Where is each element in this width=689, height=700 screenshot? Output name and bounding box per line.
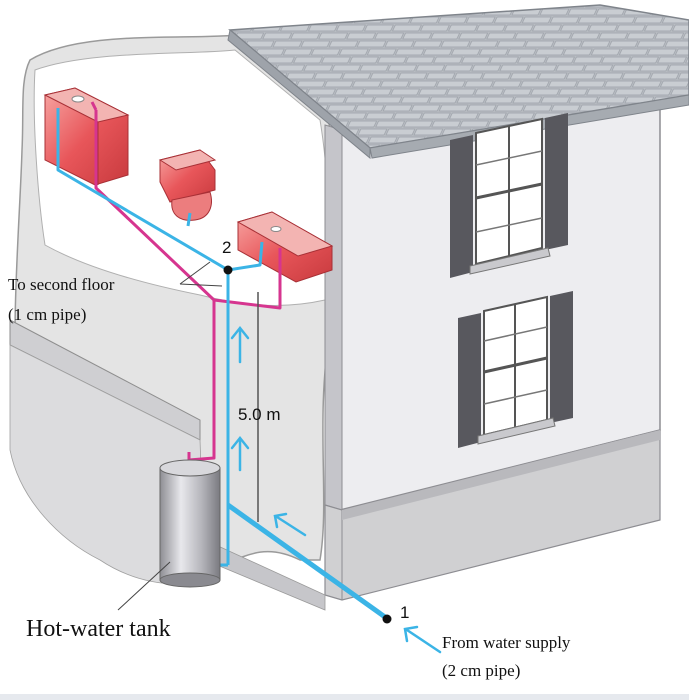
roof-fascia [227,29,371,160]
pointer-lines [117,261,223,611]
point-2-marker [223,265,233,275]
arrow-up-1 [230,325,250,364]
arrow-supply-1 [273,512,307,537]
wall-edge [324,124,343,511]
foundation-ledge [342,430,660,520]
upper-window [450,113,568,278]
supply-label-line2: (2 cm pipe) [442,661,520,680]
hot-water-tank [159,459,221,588]
second-floor-label-line2: (1 cm pipe) [8,305,86,324]
supply-label-line1: From water supply [442,633,571,652]
arrow-supply-2 [403,625,442,654]
point-2-label: 2 [222,238,231,257]
hot-water-pipe [90,101,282,466]
point-1-marker [382,614,392,624]
arrow-up-2 [230,435,250,472]
point-1-label: 1 [400,603,409,622]
fixture-bathtub [236,211,334,283]
second-floor-label-line1: To second floor [8,275,115,294]
flow-arrows [230,325,442,654]
fixture-toilet [158,149,217,221]
height-label: 5.0 m [238,405,281,424]
tank-label: Hot-water tank [26,616,171,642]
cold-water-pipe [56,108,387,620]
bottom-strip [0,694,689,700]
fixture-sink-left [43,87,130,186]
lower-window [458,291,573,448]
